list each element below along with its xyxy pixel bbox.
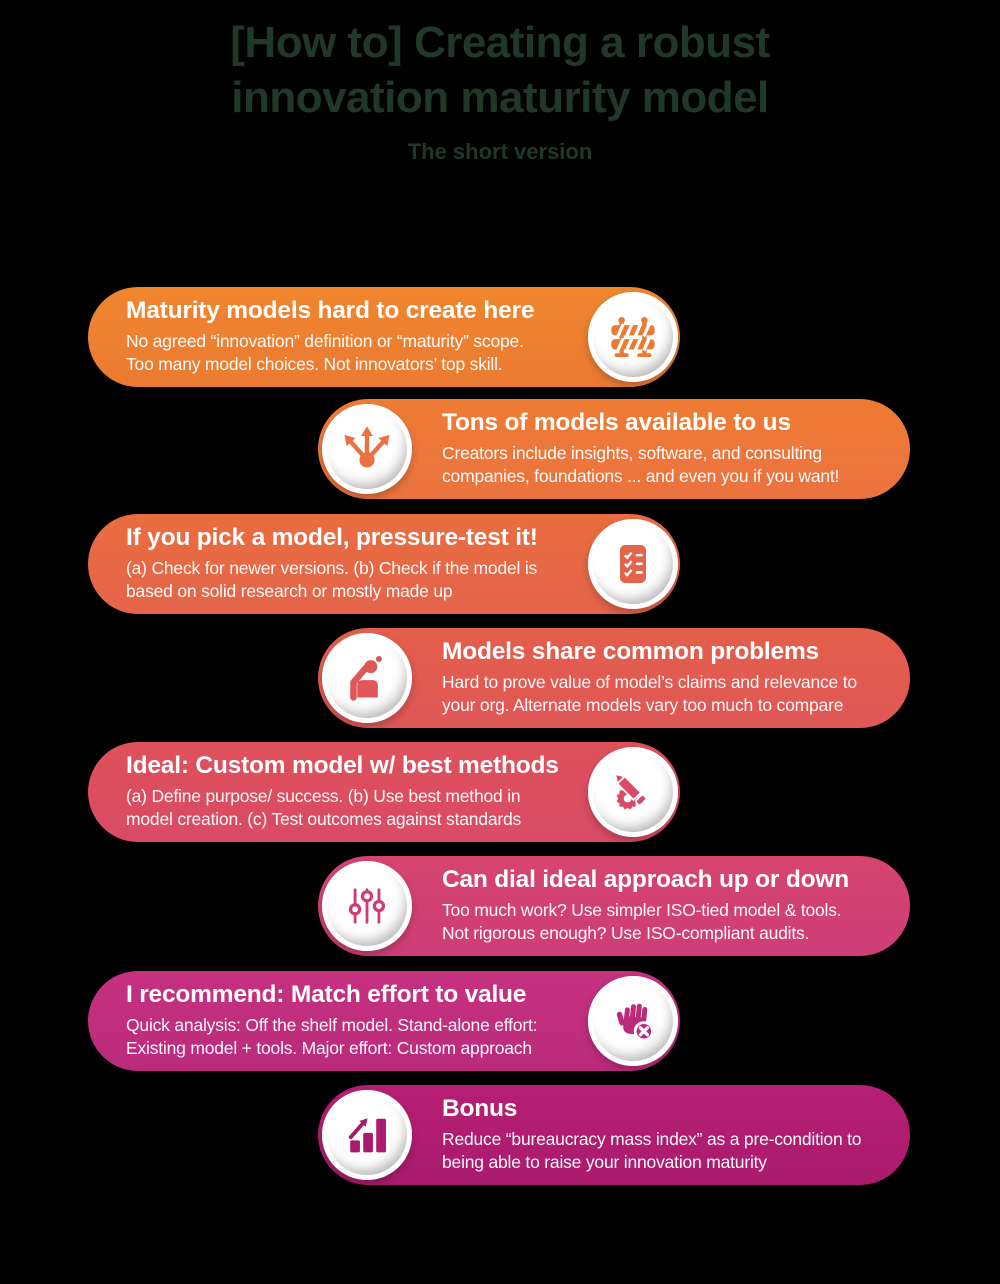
rising-bar-chart-icon <box>322 1090 412 1180</box>
banner-body-line2: being able to raise your innovation matu… <box>442 1152 767 1172</box>
banner-maturity-models-hard: Maturity models hard to create here No a… <box>88 287 680 387</box>
banner-bonus: Bonus Reduce “bureaucracy mass index” as… <box>318 1085 910 1185</box>
banner-match-effort-to-value: I recommend: Match effort to value Quick… <box>88 971 680 1071</box>
banner-text: I recommend: Match effort to value Quick… <box>126 981 580 1060</box>
banner-body-line1: Too much work? Use simpler ISO-tied mode… <box>442 900 842 920</box>
banner-body-line2: Too many model choices. Not innovators’ … <box>126 354 503 374</box>
banner-body-line2: Existing model + tools. Major effort: Cu… <box>126 1038 532 1058</box>
banner-title: Models share common problems <box>442 638 819 665</box>
banner-title: Bonus <box>442 1095 518 1122</box>
banner-ideal-custom-model: Ideal: Custom model w/ best methods (a) … <box>88 742 680 842</box>
banner-text: Models share common problems Hard to pro… <box>442 638 886 717</box>
banner-body-line1: Hard to prove value of model’s claims an… <box>442 672 857 692</box>
banner-text: If you pick a model, pressure-test it! (… <box>126 524 580 603</box>
banner-title: Tons of models available to us <box>442 409 791 436</box>
banner-text: Can dial ideal approach up or down Too m… <box>442 866 886 945</box>
banner-body-line1: Creators include insights, software, and… <box>442 443 822 463</box>
banner-text: Ideal: Custom model w/ best methods (a) … <box>126 752 580 831</box>
banner-title: If you pick a model, pressure-test it! <box>126 524 538 551</box>
banner-body-line2: model creation. (c) Test outcomes agains… <box>126 809 522 829</box>
page-subtitle: The short version <box>407 139 593 165</box>
banner-tons-of-models: Tons of models available to us Creators … <box>318 399 910 499</box>
stop-hand-icon <box>588 976 678 1066</box>
banner-dial-up-or-down: Can dial ideal approach up or down Too m… <box>318 856 910 956</box>
banner-body-line1: No agreed “innovation” definition or “ma… <box>126 331 524 351</box>
banner-pressure-test: If you pick a model, pressure-test it! (… <box>88 514 680 614</box>
page-title-line1: [How to] Creating a robust <box>230 18 770 67</box>
banner-body-line1: (a) Check for newer versions. (b) Check … <box>126 558 538 578</box>
banner-title: I recommend: Match effort to value <box>126 981 527 1008</box>
banner-body-line1: Reduce “bureaucracy mass index” as a pre… <box>442 1129 862 1149</box>
banner-body-line1: Quick analysis: Off the shelf model. Sta… <box>126 1015 538 1035</box>
banner-body-line2: Not rigorous enough? Use ISO-compliant a… <box>442 923 810 943</box>
banner-body-line2: companies, foundations ... and even you … <box>442 466 840 486</box>
banner-title: Ideal: Custom model w/ best methods <box>126 752 559 779</box>
banner-common-problems: Models share common problems Hard to pro… <box>318 628 910 728</box>
branching-arrows-icon <box>322 404 412 494</box>
page-title: [How to] Creating a robust innovation mat… <box>0 16 1000 125</box>
banner-text: Maturity models hard to create here No a… <box>126 297 580 376</box>
gear-pencil-icon <box>588 747 678 837</box>
banner-title: Can dial ideal approach up or down <box>442 866 850 893</box>
banner-body-line1: (a) Define purpose/ success. (b) Use bes… <box>126 786 521 806</box>
banner-title: Maturity models hard to create here <box>126 297 535 324</box>
banner-body-line2: your org. Alternate models vary too much… <box>442 695 844 715</box>
sliders-icon <box>322 861 412 951</box>
page-header: [How to] Creating a robust innovation mat… <box>0 16 1000 165</box>
banner-text: Bonus Reduce “bureaucracy mass index” as… <box>442 1095 886 1174</box>
banner-text: Tons of models available to us Creators … <box>442 409 886 488</box>
banner-body-line2: based on solid research or mostly made u… <box>126 581 453 601</box>
checklist-icon <box>588 519 678 609</box>
person-scratching-head-icon <box>322 633 412 723</box>
barricade-icon <box>588 292 678 382</box>
page-title-line2: innovation maturity model <box>231 72 769 122</box>
